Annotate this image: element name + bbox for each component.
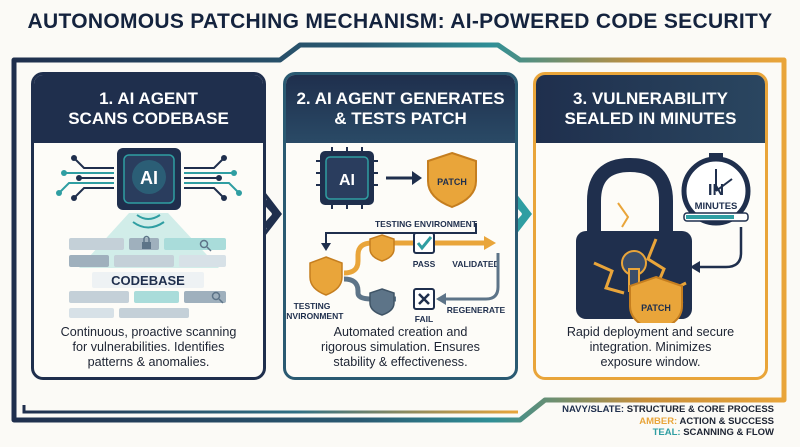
patch-flow-illustration: AI PATCH TESTING ENVIRONMENT PASS VALIDA… xyxy=(286,147,506,323)
timer-label-2: MINUTES xyxy=(695,201,738,212)
magnifier-icon xyxy=(211,291,224,304)
shield-icon xyxy=(629,275,683,323)
codebase-label: CODEBASE xyxy=(111,273,185,288)
chip-label: AI xyxy=(140,168,158,188)
lock-icon xyxy=(142,235,151,249)
stopwatch-icon xyxy=(681,153,751,226)
step-card-sealed: 3. VULNERABILITY SEALED IN MINUTES PATCH… xyxy=(533,72,768,380)
testing-env-label: TESTING ENVIRONMENT xyxy=(375,219,478,229)
shield-icon xyxy=(427,151,477,209)
padlock-icon xyxy=(587,157,673,243)
legend-entry: AMBER: ACTION & SUCCESS xyxy=(639,415,774,427)
sealed-lock-illustration: PATCH IN MINUTES xyxy=(576,153,751,323)
patch-label: PATCH xyxy=(437,177,467,187)
color-legend: NAVY/SLATE: STRUCTURE & CORE PROCESS AMB… xyxy=(562,404,774,439)
patch-label: PATCH xyxy=(641,303,671,313)
shield-icon xyxy=(309,256,343,296)
step-heading: 1. AI AGENT SCANS CODEBASE xyxy=(34,75,263,143)
timer-label: IN xyxy=(708,182,724,199)
pass-label: PASS xyxy=(413,259,436,269)
step-card-patch: 2. AI AGENT GENERATES & TESTS PATCH AI P… xyxy=(283,72,518,380)
validated-label: VALIDATED xyxy=(452,259,499,269)
legend-entry: TEAL: SCANNING & FLOW xyxy=(652,427,774,438)
page-title: AUTONOMOUS PATCHING MECHANISM: AI-POWERE… xyxy=(27,10,773,33)
testing-env-left-label: TESTING xyxy=(294,301,331,311)
fail-label: FAIL xyxy=(415,314,433,323)
step-description: Automated creation and rigorous simulati… xyxy=(321,325,480,369)
legend-entry: NAVY/SLATE: STRUCTURE & CORE PROCESS xyxy=(562,404,774,415)
chip-label: AI xyxy=(339,172,355,189)
shield-icon xyxy=(369,234,395,262)
testing-env-left-label-2: ENVIRONMENT xyxy=(286,311,344,321)
step-heading: 3. VULNERABILITY SEALED IN MINUTES xyxy=(536,75,765,143)
progress-fill xyxy=(686,215,734,219)
checkmark-icon xyxy=(413,232,435,254)
step-description: Continuous, proactive scanning for vulne… xyxy=(60,325,237,369)
magnifier-icon xyxy=(199,239,212,252)
step-description: Rapid deployment and secure integration.… xyxy=(566,325,735,369)
step-heading: 2. AI AGENT GENERATES & TESTS PATCH xyxy=(286,75,515,143)
regenerate-label: REGENERATE xyxy=(447,305,506,315)
scan-illustration: AI CODEBASE xyxy=(56,148,242,318)
step-card-scan: 1. AI AGENT SCANS CODEBASE AI xyxy=(31,72,266,380)
shield-icon xyxy=(369,288,395,316)
